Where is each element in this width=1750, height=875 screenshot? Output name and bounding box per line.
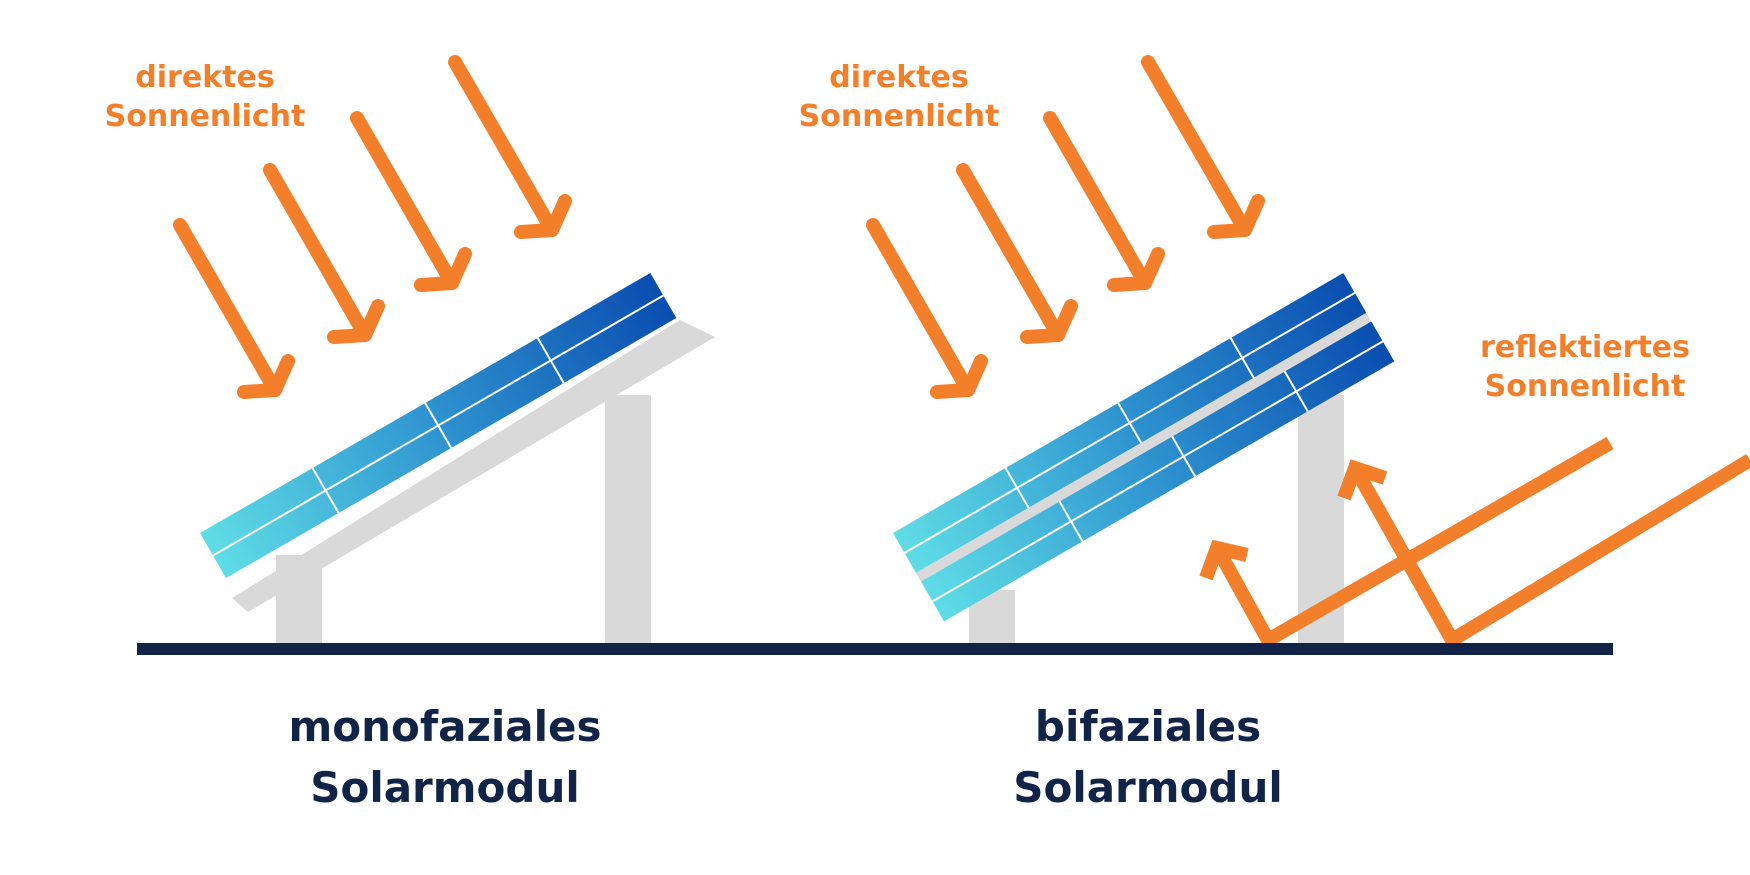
reflected-sunlight-line2: Sonnenlicht (1484, 369, 1686, 404)
arrow-icon (350, 111, 472, 292)
mono-panel (200, 273, 677, 579)
arrow-icon (956, 163, 1078, 344)
bi-direct-sunlight-label: direktes Sonnenlicht (789, 58, 1009, 136)
mono-direct-sunlight-label: direktes Sonnenlicht (95, 58, 315, 136)
reflected-sunlight-label: reflektiertes Sonnenlicht (1470, 328, 1700, 406)
mono-sunlight-arrows (173, 55, 572, 399)
reflected-arrow-icon (1199, 436, 1614, 650)
mono-title-line1: monofaziales (288, 702, 602, 751)
mono-direct-sunlight-line1: direktes (135, 60, 275, 95)
bi-direct-sunlight-line1: direktes (829, 60, 969, 95)
bi-reflected-arrows (1199, 436, 1750, 650)
mono-direct-sunlight-line2: Sonnenlicht (104, 99, 306, 134)
mono-rear-leg (605, 395, 651, 645)
bifacial-module (866, 55, 1750, 650)
arrow-icon (448, 55, 572, 239)
bi-sunlight-arrows (866, 55, 1265, 399)
arrow-icon (1043, 111, 1165, 292)
reflected-sunlight-line1: reflektiertes (1480, 330, 1690, 365)
arrow-icon (1141, 55, 1265, 239)
bi-title-line1: bifaziales (1034, 702, 1262, 751)
bi-direct-sunlight-line2: Sonnenlicht (798, 99, 1000, 134)
bi-title-line2: Solarmodul (1013, 762, 1283, 812)
arrow-icon (866, 218, 988, 399)
mono-title-line2: Solarmodul (310, 762, 580, 812)
monofacial-module (173, 55, 715, 645)
arrow-icon (263, 163, 385, 344)
mono-module-title: monofaziales Solarmodul (265, 697, 625, 819)
bi-panel (893, 273, 1395, 622)
mono-frame-beam (232, 320, 715, 612)
bi-module-title: bifaziales Solarmodul (968, 697, 1328, 819)
ground-line (137, 643, 1613, 655)
arrow-icon (173, 218, 295, 399)
reflected-arrow-icon (1337, 454, 1750, 650)
